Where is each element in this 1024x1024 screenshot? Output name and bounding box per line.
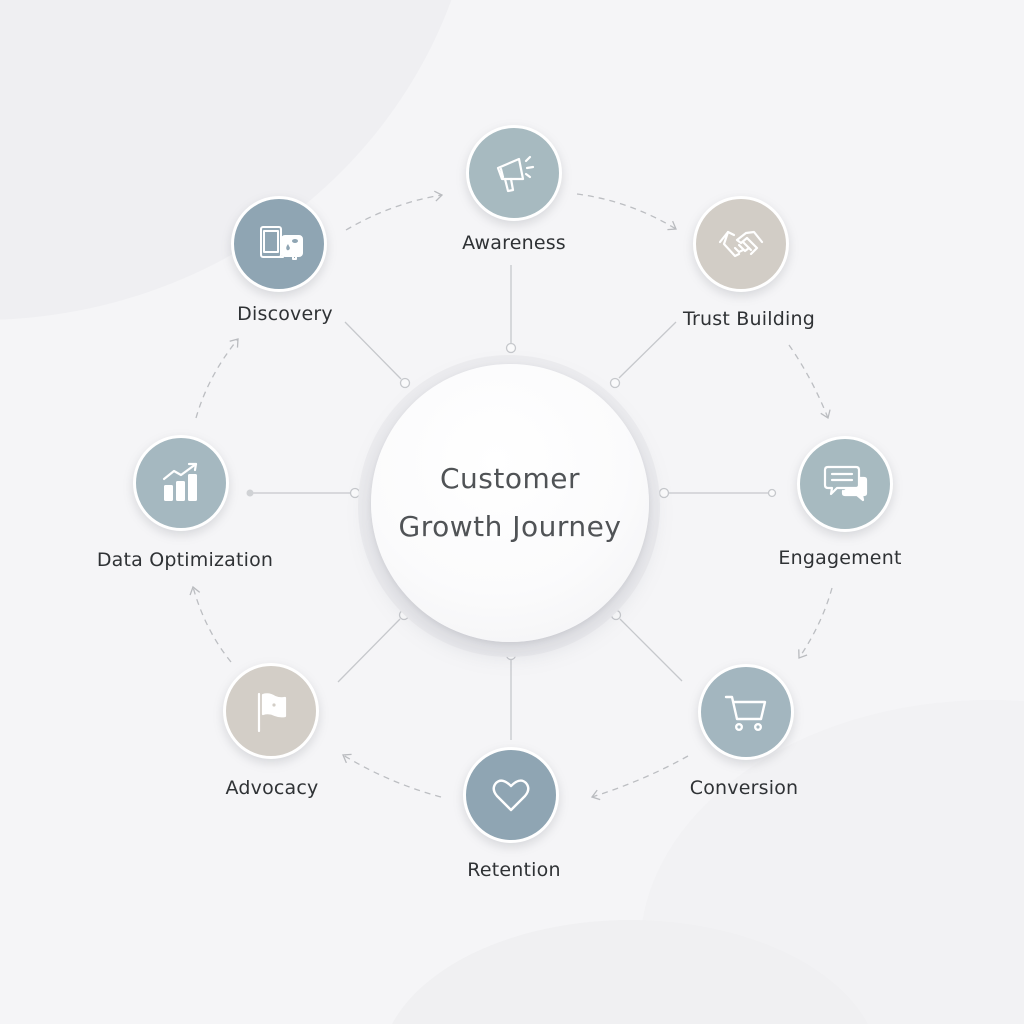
handshake-icon [718, 230, 764, 258]
stage-label-advocacy: Advocacy [225, 777, 319, 799]
hub-title-line2: Growth Journey [398, 510, 622, 543]
hub-circle: Customer Growth Journey [371, 364, 649, 642]
stage-label-trust-building: Trust Building [683, 308, 815, 330]
stage-node-retention[interactable] [463, 747, 559, 843]
stage-label-engagement: Engagement [778, 547, 902, 569]
stage-node-engagement[interactable] [797, 436, 893, 532]
growth-chart-icon [162, 462, 198, 501]
stage-node-conversion[interactable] [698, 664, 794, 760]
stage-label-data-optimization: Data Optimization [96, 549, 274, 571]
stage-node-discovery[interactable] [231, 196, 327, 292]
heart-icon [492, 779, 530, 812]
stage-label-awareness: Awareness [462, 232, 566, 254]
flow-arrows [189, 190, 833, 801]
devices-icon [260, 226, 303, 260]
spoke-lines [246, 265, 777, 740]
stage-label-conversion: Conversion [689, 777, 799, 799]
shopping-cart-icon [724, 695, 767, 732]
stage-node-advocacy[interactable] [223, 663, 319, 759]
stage-node-trust-building[interactable] [693, 196, 789, 292]
hub-title-line1: Customer [439, 462, 580, 495]
stage-label-retention: Retention [467, 859, 561, 881]
stage-node-data-optimization[interactable] [133, 435, 229, 531]
stage-label-discovery: Discovery [237, 303, 333, 325]
stage-node-awareness[interactable] [466, 125, 562, 221]
flag-icon [257, 692, 287, 733]
chat-bubbles-icon [823, 465, 868, 502]
megaphone-icon [496, 155, 535, 193]
